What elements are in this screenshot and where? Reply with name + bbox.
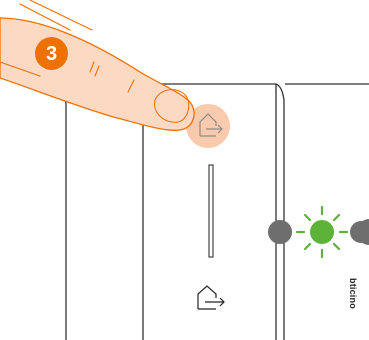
green-led-icon [297, 207, 347, 257]
grey-led-icon [350, 221, 369, 243]
finger-illustration [0, 0, 194, 130]
key-slot [209, 165, 213, 257]
brand-logo: bticino [348, 278, 358, 328]
home-exit-icon[interactable] [198, 286, 224, 309]
grey-led-icon [268, 220, 292, 244]
step-number-badge: 3 [35, 37, 68, 70]
